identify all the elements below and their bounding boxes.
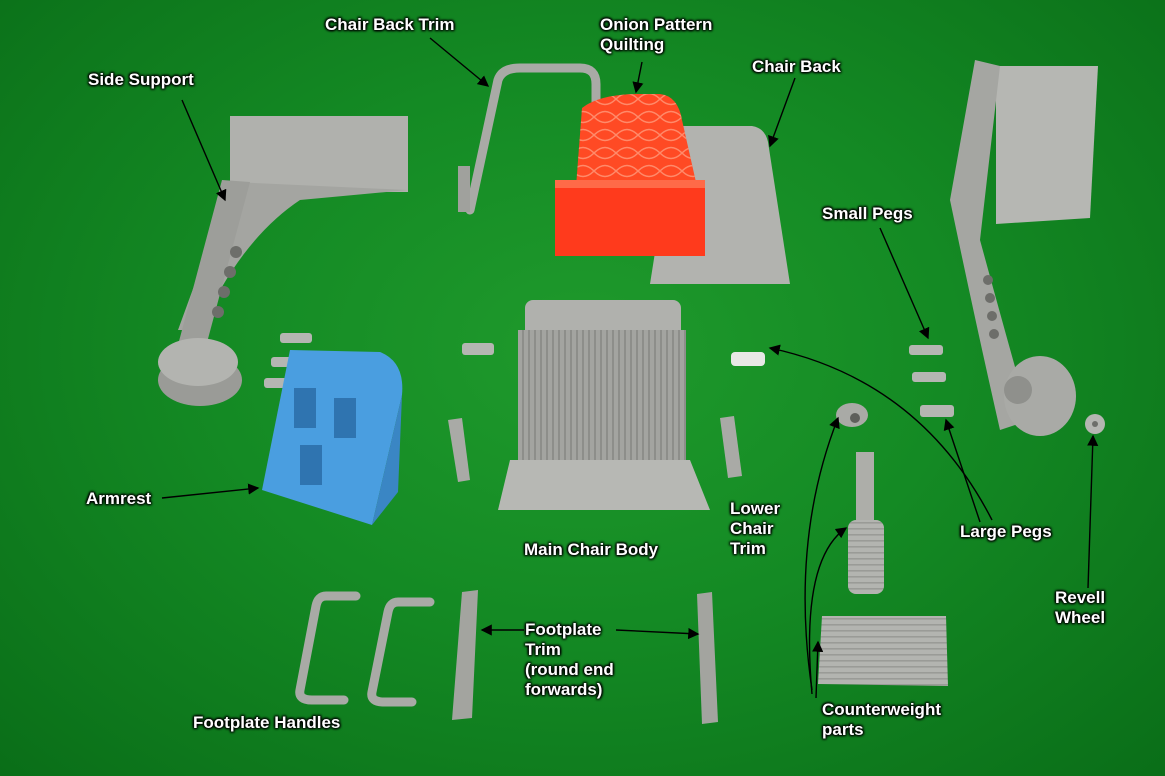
side-support-part (158, 116, 408, 406)
label-chair-back-trim: Chair Back Trim (325, 15, 455, 34)
label-armrest: Armrest (86, 489, 152, 508)
counterweight-part (818, 403, 948, 686)
annotation-arrows (161, 37, 1099, 699)
label-large-pegs: Large Pegs (960, 522, 1052, 541)
label-chair-back: Chair Back (752, 57, 841, 76)
revell-wheel-part (1085, 414, 1105, 434)
lower-chair-trim-part (448, 416, 742, 482)
label-side-support: Side Support (88, 70, 194, 89)
onion-quilting-part (555, 94, 705, 256)
footplate-handles-part (295, 591, 435, 707)
main-chair-body-part (498, 300, 710, 510)
label-footplate-handles: Footplate Handles (193, 713, 341, 732)
pegs-group (264, 333, 954, 417)
footplate-trim-part (452, 590, 718, 724)
chair-back-trim-part (458, 63, 601, 215)
label-main-chair-body: Main Chair Body (524, 540, 659, 559)
armrest-part (262, 350, 403, 525)
label-small-pegs: Small Pegs (822, 204, 913, 223)
right-side-support-part (950, 60, 1098, 436)
